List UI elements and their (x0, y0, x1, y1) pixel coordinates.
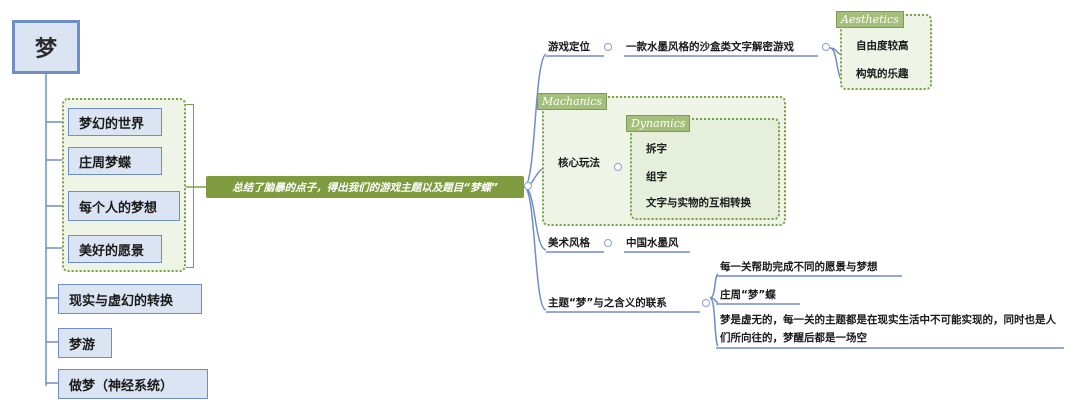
gameplay-item[interactable]: 组字 (646, 171, 667, 183)
left-item[interactable]: 现实与虚幻的转换 (58, 284, 202, 314)
left-item[interactable]: 梦游 (58, 328, 112, 358)
positioning-detail[interactable]: 一款水墨风格的沙盒类文字解密游戏 (626, 41, 794, 53)
gameplay-item[interactable]: 文字与实物的互相转换 (646, 197, 751, 209)
aesthetics-item[interactable]: 自由度较高 (856, 40, 909, 52)
theme-item[interactable]: 庄周“梦”蝶 (720, 289, 776, 301)
dynamics-tag: Dynamics (626, 115, 691, 132)
branch-positioning[interactable]: 游戏定位 (548, 41, 590, 53)
branch-theme[interactable]: 主题“梦”与之含义的联系 (548, 297, 667, 309)
aesthetics-tag: Aesthetics (836, 11, 904, 28)
collapse-toggle[interactable] (604, 43, 612, 51)
left-group-item[interactable]: 美好的愿景 (68, 235, 162, 263)
left-item[interactable]: 做梦（神经系统） (58, 369, 208, 399)
left-group-item[interactable]: 每个人的梦想 (68, 191, 180, 221)
gameplay-item[interactable]: 拆字 (646, 143, 667, 155)
theme-item[interactable]: 梦是虚无的，每一关的主题都是在现实生活中不可能实现的，同时也是人们所向往的，梦醒… (720, 314, 1056, 344)
central-topic[interactable]: 总结了脑暴的点子，得出我们的游戏主题以及题目“梦蝶” (206, 176, 524, 198)
theme-item[interactable]: 每一关帮助完成不同的愿景与梦想 (720, 261, 878, 273)
dynamics-frame (630, 118, 780, 220)
left-group-item[interactable]: 梦幻的世界 (68, 108, 162, 136)
collapse-toggle[interactable] (702, 299, 710, 307)
root-node[interactable]: 梦 (12, 20, 80, 74)
left-group-item[interactable]: 庄周梦蝶 (68, 147, 162, 175)
art-detail[interactable]: 中国水墨风 (626, 237, 679, 249)
branch-art[interactable]: 美术风格 (548, 237, 590, 249)
collapse-toggle[interactable] (604, 239, 612, 247)
collapse-toggle[interactable] (524, 182, 532, 190)
collapse-toggle[interactable] (822, 43, 830, 51)
aesthetics-item[interactable]: 构筑的乐趣 (856, 68, 909, 80)
mechanics-tag: Machanics (537, 93, 608, 110)
collapse-toggle[interactable] (614, 163, 622, 171)
left-group-bracket (186, 104, 194, 268)
branch-gameplay[interactable]: 核心玩法 (558, 157, 600, 169)
